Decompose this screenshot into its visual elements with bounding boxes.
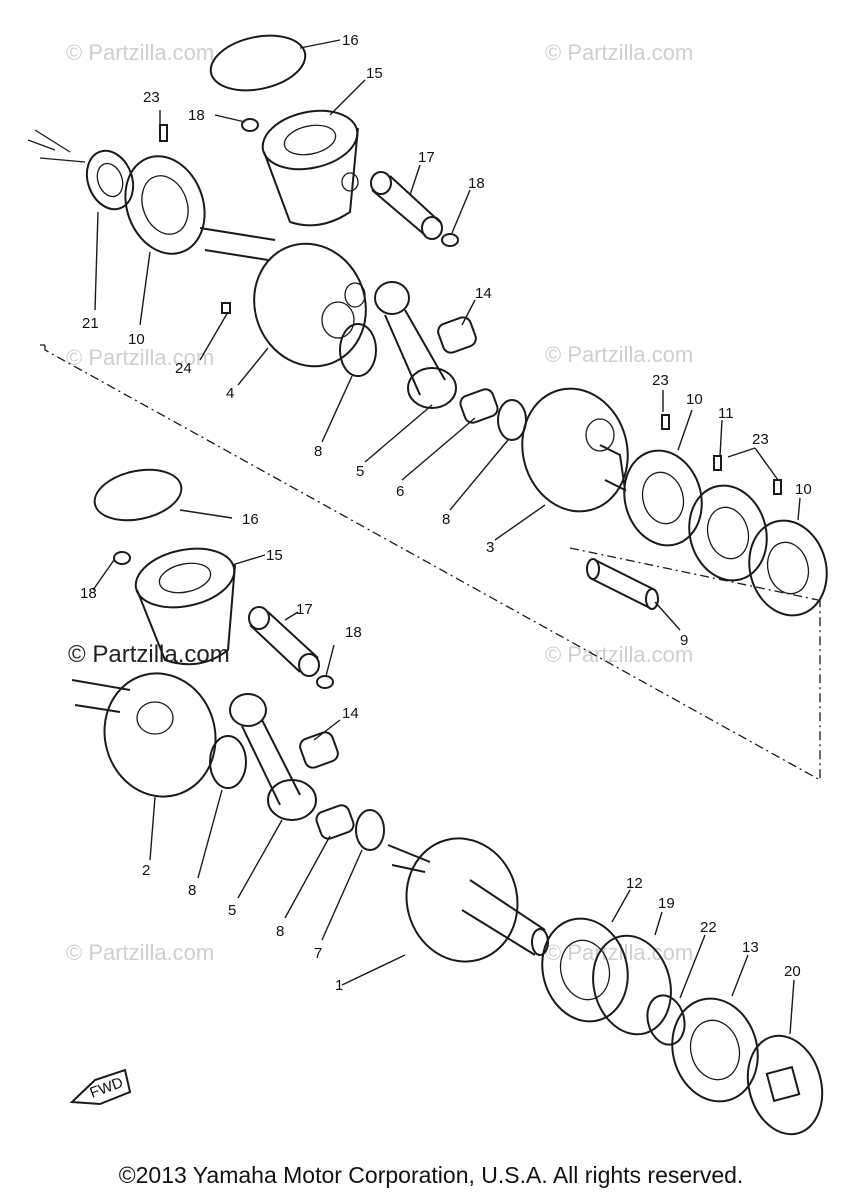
leader-lines <box>92 39 801 1035</box>
callout-label: 17 <box>418 149 435 166</box>
bearing-part <box>688 484 768 582</box>
callout-label: 23 <box>752 431 769 448</box>
fwd-label: FWD <box>88 1074 126 1102</box>
callout-label: 8 <box>442 511 450 528</box>
bearing-part <box>748 519 828 617</box>
piston-pin-part <box>370 171 443 240</box>
spline-shaft-part <box>586 558 659 610</box>
bearing-part <box>623 449 703 547</box>
callout-label: 6 <box>396 483 404 500</box>
needle-bearing-part <box>437 316 477 354</box>
crank-part <box>71 672 217 798</box>
callout-label: 20 <box>784 963 801 980</box>
circlip-part <box>241 118 259 132</box>
dowel-pin-part <box>713 455 722 471</box>
callout-label: 15 <box>266 547 283 564</box>
callout-label: 12 <box>626 875 643 892</box>
watermark: © Partzilla.com <box>66 345 214 370</box>
callout-label: 14 <box>342 705 359 722</box>
callout-label: 14 <box>475 285 492 302</box>
callout-label: 8 <box>188 882 196 899</box>
callout-label: 11 <box>718 405 734 422</box>
watermark: © Partzilla.com <box>545 342 693 367</box>
dowel-pin-part <box>159 124 168 142</box>
watermark: © Partzilla.com <box>545 40 693 65</box>
callout-label: 18 <box>188 107 205 124</box>
callout-label: 1 <box>335 977 343 994</box>
piston-part <box>261 109 359 227</box>
callout-label: 9 <box>680 632 688 649</box>
callout-label: 2 <box>142 862 150 879</box>
watermark: © Partzilla.com <box>66 940 214 965</box>
bearing-part <box>541 917 629 1023</box>
watermark: © Partzilla.com <box>545 642 693 667</box>
needle-bearing-part <box>459 388 499 424</box>
bearing-part <box>671 997 759 1103</box>
callout-labels: 16 15 23 18 17 18 14 21 10 24 4 8 5 6 8 … <box>80 32 812 994</box>
oil-seal-part <box>27 129 135 211</box>
watermark-dark: © Partzilla.com <box>68 641 230 668</box>
crank-with-shaft-part <box>387 837 549 963</box>
dowel-pin-part <box>661 414 670 430</box>
forward-arrow-icon: FWD <box>69 1068 132 1106</box>
circlip-part <box>316 675 334 689</box>
copyright-notice: ©2013 Yamaha Motor Corporation, U.S.A. A… <box>118 1162 744 1188</box>
callout-label: 8 <box>276 923 284 940</box>
piston-pin-part <box>248 606 320 677</box>
callout-label: 22 <box>700 919 717 936</box>
piston-ring-part <box>93 468 183 522</box>
key-part <box>221 302 231 314</box>
callout-label: 16 <box>342 32 359 49</box>
circlip-part <box>113 551 131 565</box>
snap-ring-part <box>592 934 672 1036</box>
callout-label: 7 <box>314 945 322 962</box>
bearing-part <box>124 155 206 255</box>
callout-label: 10 <box>686 391 703 408</box>
callout-label: 17 <box>296 601 313 618</box>
callout-label: 4 <box>226 385 234 402</box>
callout-label: 10 <box>128 331 145 348</box>
callout-label: 21 <box>82 315 99 332</box>
callout-label: 18 <box>80 585 97 602</box>
callout-label: 3 <box>486 539 494 556</box>
assembly-boundary-line <box>40 344 821 782</box>
circlip-part <box>441 233 459 247</box>
callout-label: 23 <box>652 372 669 389</box>
callout-label: 16 <box>242 511 259 528</box>
thrust-washer-part <box>355 809 385 851</box>
watermark: © Partzilla.com <box>66 40 214 65</box>
oil-seal-part <box>746 1034 824 1136</box>
callout-label: 5 <box>356 463 364 480</box>
thrust-washer-part <box>209 735 247 789</box>
piston-part <box>134 547 236 666</box>
piston-ring-part <box>209 34 307 92</box>
crank-half-part <box>199 227 367 368</box>
callout-label: 8 <box>314 443 322 460</box>
dowel-pin-part <box>773 479 782 495</box>
crank-part <box>521 387 629 513</box>
thrust-washer-part <box>339 323 377 377</box>
connecting-rod-part <box>229 693 317 821</box>
callout-label: 15 <box>366 65 383 82</box>
callout-label: 19 <box>658 895 675 912</box>
callout-label: 24 <box>175 360 192 377</box>
callout-label: 18 <box>345 624 362 641</box>
callout-label: 10 <box>795 481 812 498</box>
circlip-part <box>646 994 686 1046</box>
callout-label: 18 <box>468 175 485 192</box>
callout-label: 5 <box>228 902 236 919</box>
needle-bearing-part <box>315 804 355 840</box>
callout-label: 23 <box>143 89 160 106</box>
thrust-washer-part <box>497 399 527 441</box>
connecting-rod-part <box>374 281 457 409</box>
needle-bearing-part <box>299 731 339 769</box>
callout-label: 13 <box>742 939 759 956</box>
